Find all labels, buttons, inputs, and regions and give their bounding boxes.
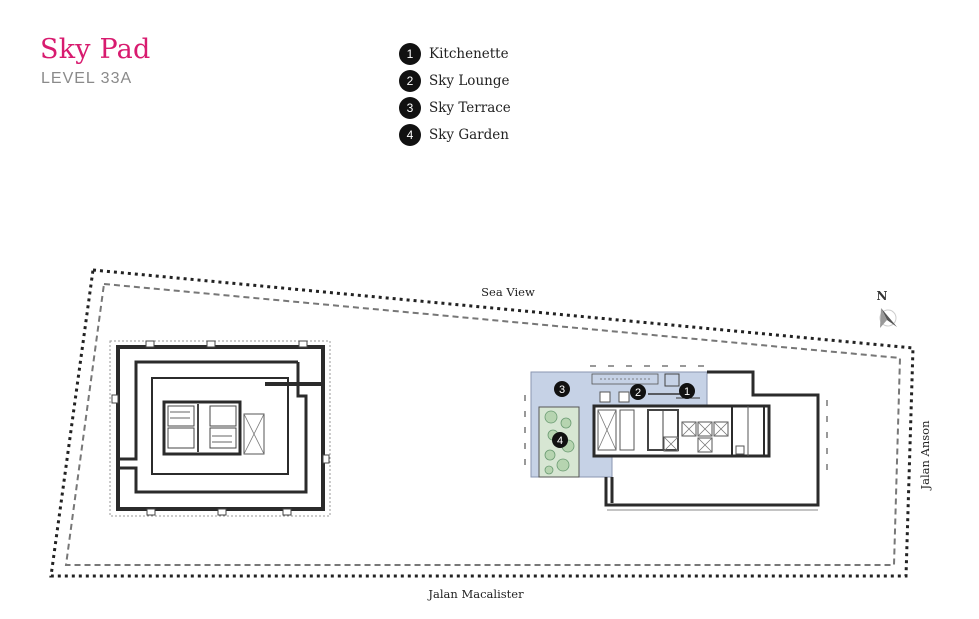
legend-label: Sky Lounge <box>429 72 510 89</box>
legend-number-badge: 4 <box>399 123 421 146</box>
marker-2: 2 <box>630 384 646 400</box>
legend: 1 Kitchenette 2 Sky Lounge 3 Sky Terrace… <box>399 40 511 148</box>
legend-item-sky-garden: 4 Sky Garden <box>399 121 511 148</box>
legend-item-kitchenette: 1 Kitchenette <box>399 40 511 67</box>
level-subtitle: LEVEL 33A <box>41 70 133 87</box>
compass-north-letter: N <box>877 289 888 303</box>
marker-1-label: 1 <box>684 386 690 398</box>
label-jalan-anson: Jalan Anson <box>918 420 932 491</box>
legend-label: Sky Garden <box>429 126 509 143</box>
left-tower <box>109 340 331 517</box>
legend-item-sky-terrace: 3 Sky Terrace <box>399 94 511 121</box>
marker-4: 4 <box>552 432 568 448</box>
setback-line <box>64 282 902 566</box>
page-title: Sky Pad <box>40 34 151 65</box>
legend-number-badge: 3 <box>399 96 421 119</box>
legend-label: Kitchenette <box>429 45 509 62</box>
compass-icon: N <box>877 289 897 328</box>
marker-2-label: 2 <box>635 387 641 399</box>
marker-3-label: 3 <box>559 384 565 396</box>
label-sea-view: Sea View <box>481 285 535 299</box>
legend-item-sky-lounge: 2 Sky Lounge <box>399 67 511 94</box>
legend-label: Sky Terrace <box>429 99 511 116</box>
right-tower <box>524 365 828 511</box>
site-boundary <box>49 268 915 578</box>
label-jalan-macalister: Jalan Macalister <box>427 587 524 601</box>
legend-number-badge: 1 <box>399 42 421 65</box>
legend-number-badge: 2 <box>399 69 421 92</box>
marker-1: 1 <box>679 383 695 399</box>
marker-4-label: 4 <box>557 435 563 447</box>
marker-3: 3 <box>554 381 570 397</box>
